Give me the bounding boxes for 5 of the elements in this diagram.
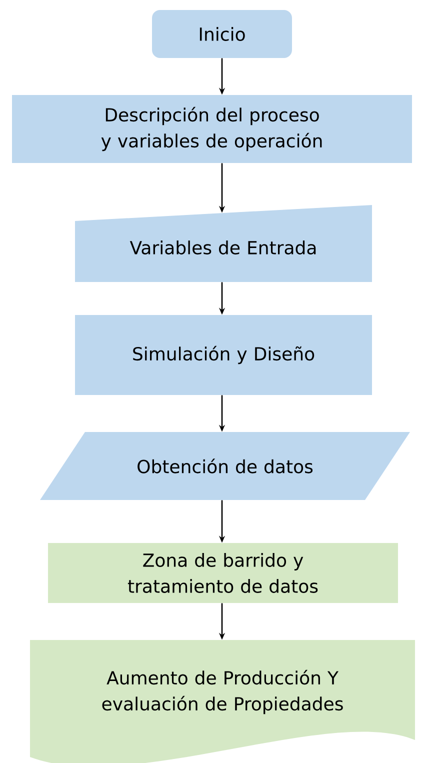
- process-box: Simulación y Diseño: [75, 315, 372, 395]
- data-parallelogram: Obtención de datos: [40, 432, 410, 500]
- process-box: Descripción del proceso y variables de operación: [12, 95, 412, 163]
- process-box: Zona de barrido y tratamiento de datos: [48, 543, 398, 603]
- terminal-box: Inicio: [152, 10, 292, 58]
